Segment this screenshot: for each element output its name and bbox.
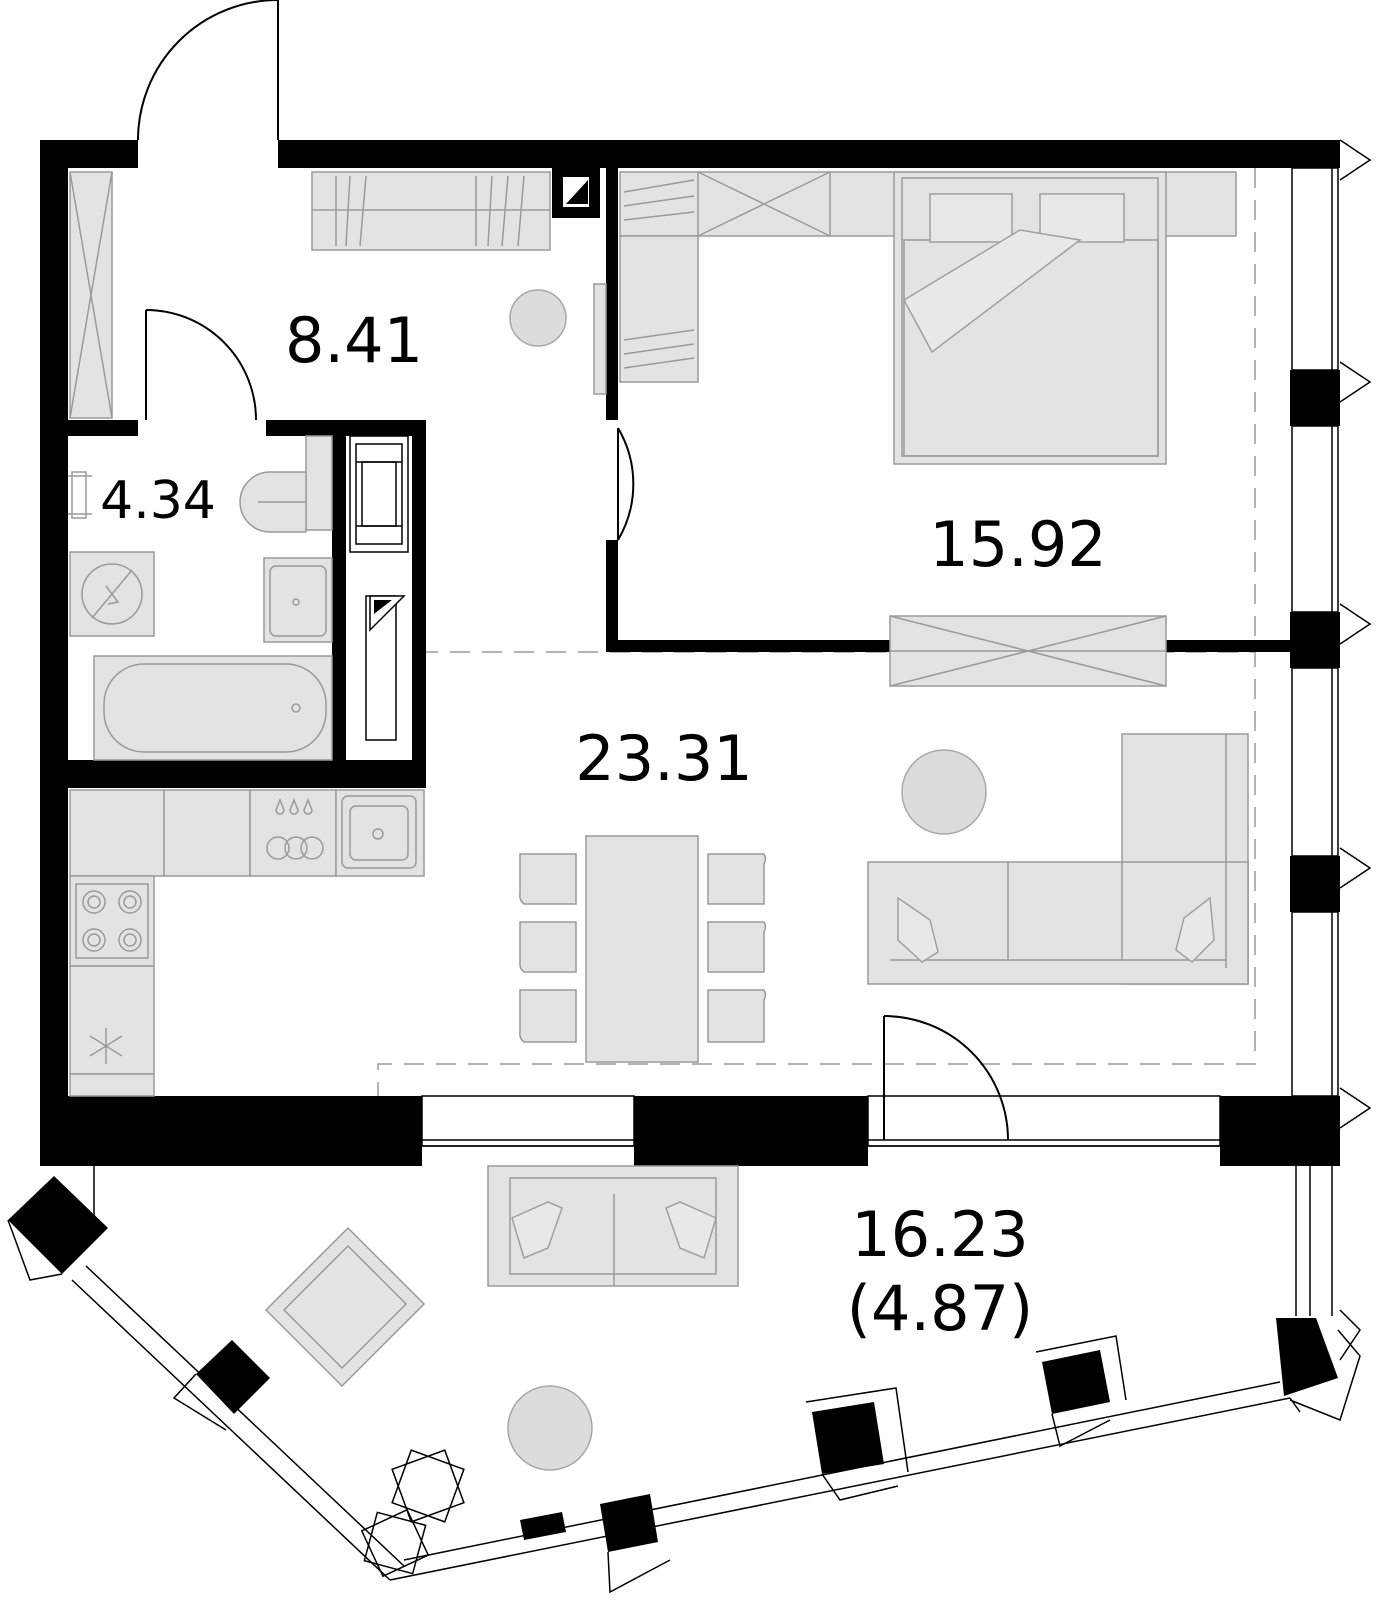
vent-mark <box>566 180 588 204</box>
boiler-niche <box>349 435 409 741</box>
towel-rail <box>68 471 92 519</box>
bedroom-door <box>617 427 635 541</box>
fridge-snowflake-icon <box>89 1028 123 1064</box>
hallway-area-label: 8.41 <box>285 304 423 377</box>
washing-machine <box>69 551 155 637</box>
terrace-armchair <box>264 1226 426 1388</box>
kitchen-counter <box>69 789 425 1097</box>
bathroom-walls <box>68 420 426 788</box>
hall-mirror <box>593 283 607 395</box>
dining-table <box>585 835 699 1063</box>
terrace-piers <box>7 1176 1361 1594</box>
terrace-table <box>507 1385 593 1471</box>
terrace-plant <box>360 1449 465 1578</box>
outer-walls <box>40 140 1340 1166</box>
double-bed <box>893 171 1167 465</box>
bedroom-area-label: 15.92 <box>929 508 1107 581</box>
bathroom-area-label: 4.34 <box>100 471 216 531</box>
terrace-reduced-area-label: (4.87) <box>847 1272 1033 1345</box>
dishwasher-symbols <box>266 797 324 860</box>
kitchen-sink <box>341 795 417 869</box>
living-area-label: 23.31 <box>575 722 753 795</box>
entrance-door <box>137 0 279 141</box>
bathtub <box>93 655 333 761</box>
cooktop <box>75 883 149 959</box>
living-pouf <box>901 749 987 835</box>
terrace-sofa <box>487 1165 739 1287</box>
bathroom-door <box>145 309 257 421</box>
hall-pouf <box>509 289 567 347</box>
corner-sofa <box>867 733 1249 985</box>
washbasin <box>263 557 333 643</box>
terrace-area-label: 16.23 <box>851 1198 1029 1271</box>
hall-shoe-cabinet <box>311 171 551 251</box>
hall-wardrobe-left <box>69 171 113 419</box>
bedroom-chest <box>889 615 1167 687</box>
dining-chairs <box>519 853 767 1043</box>
toilet <box>239 435 333 533</box>
right-window-wall <box>1291 139 1372 1129</box>
balcony-door <box>883 1015 1009 1141</box>
